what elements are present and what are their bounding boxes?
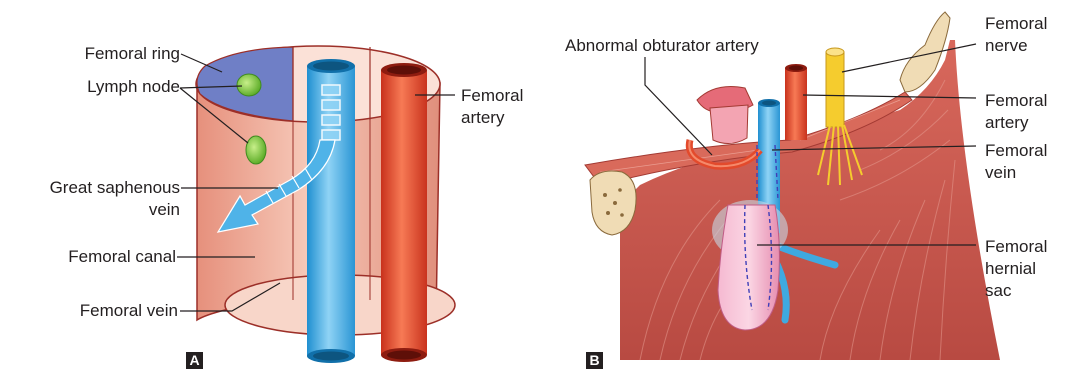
panel-b-illustration bbox=[585, 12, 1000, 360]
label-femoral-vein-a: Femoral vein bbox=[0, 301, 178, 321]
label-femoral-ring: Femoral ring bbox=[40, 44, 180, 64]
femoral-hernial-sac bbox=[718, 205, 779, 330]
label-femoral-artery-a-1: Femoral bbox=[461, 86, 523, 106]
label-femoral-hernial-sac-2: hernial bbox=[985, 259, 1036, 279]
femoral-artery-tube bbox=[381, 70, 427, 355]
panel-a-letter: A bbox=[186, 352, 203, 369]
lymph-node-lower bbox=[246, 136, 266, 164]
label-femoral-hernial-sac-3: sac bbox=[985, 281, 1011, 301]
label-femoral-artery-b-2: artery bbox=[985, 113, 1028, 133]
panel-b-letter: B bbox=[586, 352, 603, 369]
femoral-artery-b bbox=[785, 68, 807, 140]
label-femoral-hernial-sac-1: Femoral bbox=[985, 237, 1047, 257]
label-abnormal-obturator-artery: Abnormal obturator artery bbox=[565, 36, 759, 56]
panel-a-illustration bbox=[196, 46, 455, 363]
label-lymph-node: Lymph node bbox=[40, 77, 180, 97]
label-femoral-nerve-2: nerve bbox=[985, 36, 1028, 56]
lymph-node-upper bbox=[237, 74, 261, 96]
label-femoral-canal: Femoral canal bbox=[0, 247, 176, 267]
label-femoral-artery-b-1: Femoral bbox=[985, 91, 1047, 111]
label-great-saphenous-vein-1: Great saphenous bbox=[0, 178, 180, 198]
label-great-saphenous-vein-2: vein bbox=[0, 200, 180, 220]
label-femoral-nerve-1: Femoral bbox=[985, 14, 1047, 34]
label-femoral-vein-b-2: vein bbox=[985, 163, 1016, 183]
label-femoral-artery-a-2: artery bbox=[461, 108, 504, 128]
label-femoral-vein-b-1: Femoral bbox=[985, 141, 1047, 161]
femoral-nerve bbox=[826, 52, 844, 127]
